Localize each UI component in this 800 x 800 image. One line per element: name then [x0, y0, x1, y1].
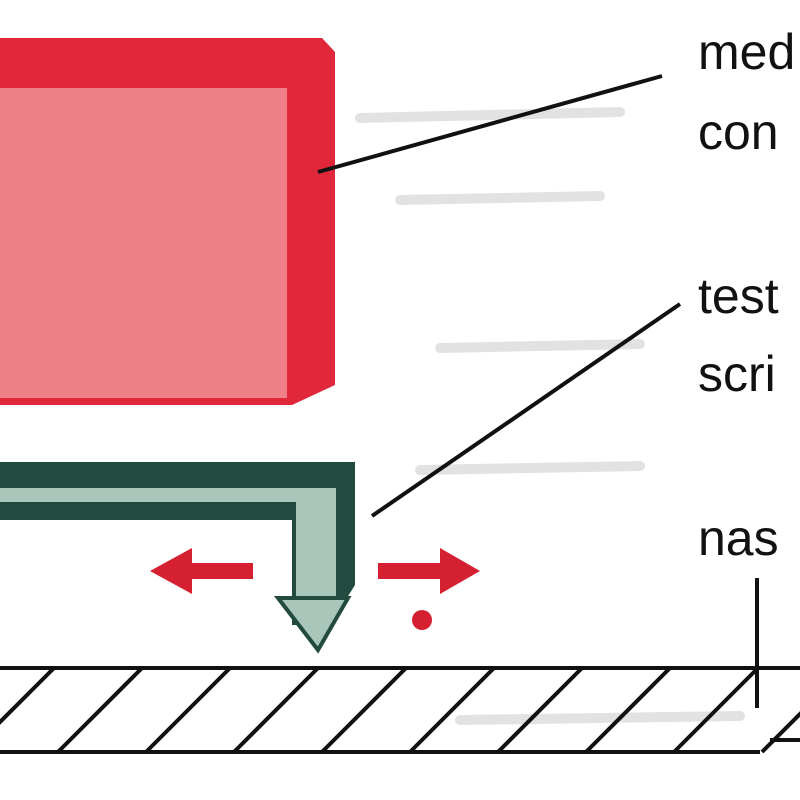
label-tester-line2: scri [698, 346, 776, 402]
label-medium-line1: med [698, 24, 796, 80]
label-tester-line1: test [698, 268, 779, 324]
label-medium-line2: con [698, 104, 779, 160]
leader-line-medium [317, 74, 663, 174]
tester-head-dark [0, 462, 355, 625]
label-tape: nas [698, 510, 779, 566]
tape-hatching [0, 666, 800, 754]
arrow-left-icon [150, 548, 253, 594]
arrow-right-icon [378, 548, 480, 594]
leader-line-tester [370, 302, 682, 518]
medium-block-inner [0, 88, 287, 398]
background-text [355, 107, 745, 725]
tester-head-light [0, 488, 336, 648]
tester-tip [273, 596, 352, 654]
dot-icon [412, 610, 432, 630]
